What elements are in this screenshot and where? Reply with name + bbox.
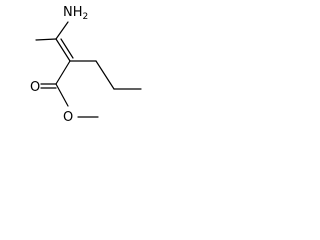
bond-methyl-c2: [35, 38, 57, 41]
bond-c2-c3-double-a: [55, 38, 71, 62]
bond-carbonyl-ester-o: [55, 83, 69, 107]
amine-subscript: 2: [83, 12, 89, 22]
bond-c2-c3-double-b: [60, 38, 74, 59]
bond-c2-amine: [55, 21, 69, 40]
bonds: [35, 21, 142, 118]
bond-propyl-1-2: [95, 60, 115, 90]
atom-labels: NH2 O O: [30, 5, 88, 125]
ester-oxygen-label: O: [63, 110, 73, 125]
chemical-structure-diagram: NH2 O O: [30, 5, 142, 125]
amine-label: NH2: [63, 5, 88, 22]
carbonyl-oxygen-label: O: [30, 80, 40, 95]
bond-c3-carbonyl: [55, 60, 71, 85]
amine-main: NH: [63, 5, 83, 20]
